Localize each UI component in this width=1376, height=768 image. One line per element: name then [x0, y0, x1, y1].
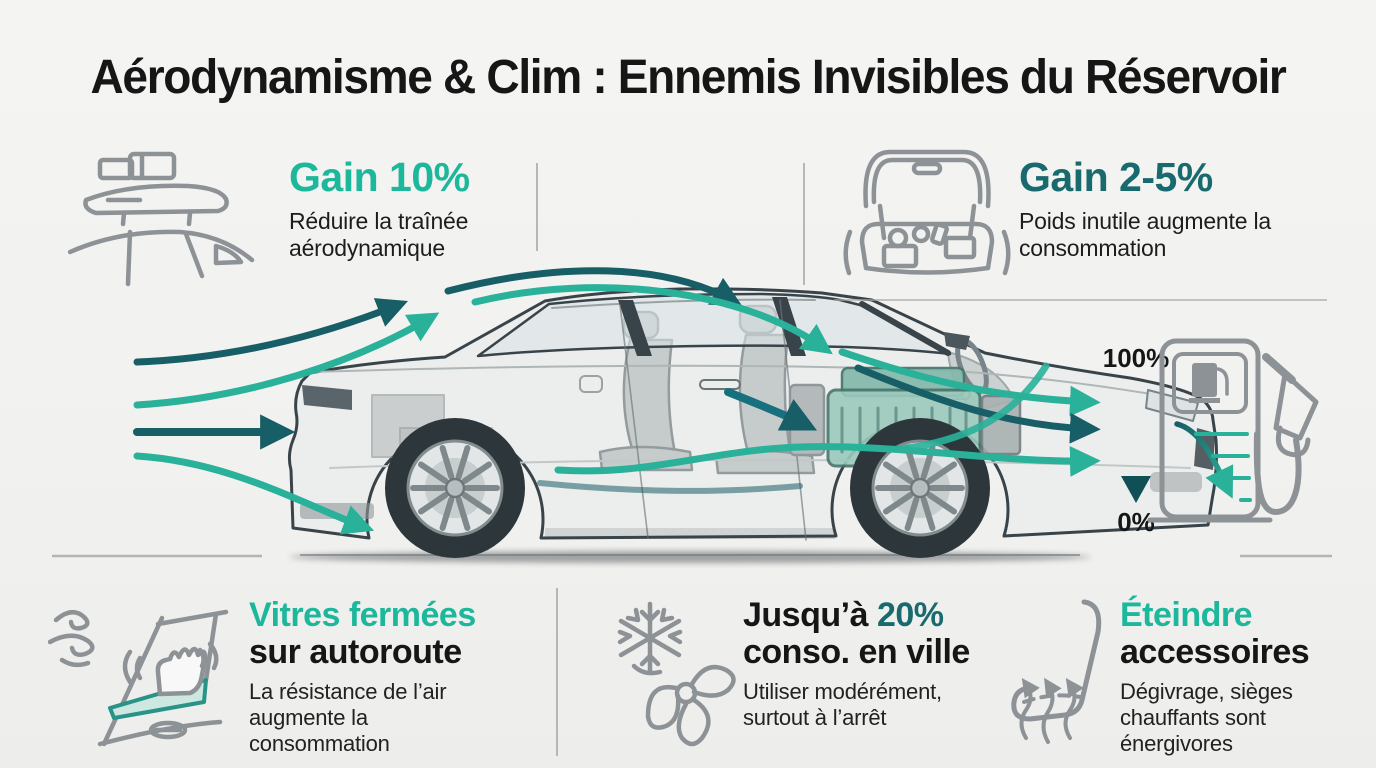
climate-headline-rest: conso. en ville: [743, 633, 970, 672]
fuel-gauge: 100% 0%: [1103, 343, 1170, 537]
front-wheel: [850, 418, 990, 558]
climate-headline: Jusqu’à 20%: [743, 596, 983, 634]
trunk-stat: Gain 2-5%: [1019, 154, 1213, 200]
roof-cargo-box-icon: [68, 151, 255, 287]
fuel-pump-icon: [1147, 338, 1319, 523]
climate-headline-accent: 20%: [876, 596, 944, 634]
accessories-desc: Dégivrage, sièges chauffants sont énergi…: [1120, 678, 1293, 756]
gauge-empty-label: 0%: [1117, 507, 1155, 537]
fan-glyph: [631, 663, 736, 747]
feature-climate-text: Jusqu’à 20% conso. en ville Utiliser mod…: [743, 596, 983, 731]
rear-wheel: [385, 418, 525, 558]
feature-roof-box-text: Gain 10% Réduire la traînée aérodynamiqu…: [289, 154, 524, 263]
windows-desc: La résistance de l’air augmente la conso…: [249, 678, 447, 756]
heated-seat-icon: [1011, 599, 1102, 744]
open-window-hand-icon: [48, 609, 229, 747]
divider-bottom: [556, 588, 558, 756]
snowflake-glyph: [617, 601, 683, 675]
page-title: Aérodynamisme & Clim : Ennemis Invisible…: [90, 51, 1286, 104]
nozzle-icon: [1253, 353, 1319, 515]
roof-box-desc: Réduire la traînée aérodynamique: [289, 207, 469, 262]
engine-block: [788, 366, 1022, 468]
divider-top-left: [536, 163, 538, 251]
climate-desc: Utiliser modérément, surtout à l’arrêt: [743, 678, 942, 730]
accessories-headline-accent: Éteindre: [1120, 596, 1253, 634]
accessories-headline-rest: accessoires: [1120, 633, 1310, 672]
pump-screen-glyph: [1189, 363, 1229, 403]
divider-top-right: [803, 163, 805, 285]
feature-accessories-text: Éteindre accessoires Dégivrage, sièges c…: [1120, 596, 1376, 757]
fuel-decline-chart: [1174, 421, 1252, 502]
gauge-full-label: 100%: [1103, 343, 1170, 373]
feature-trunk-text: Gain 2-5% Poids inutile augmente la cons…: [1019, 154, 1274, 263]
divider-under-trunk: [834, 299, 1327, 301]
windows-headline-rest: sur autoroute: [249, 633, 462, 672]
sedan-car: [287, 287, 1218, 558]
roof-box-stat: Gain 10%: [289, 154, 470, 200]
climate-headline-prefix: Jusqu’à: [743, 596, 877, 634]
trunk-desc: Poids inutile augmente la consommation: [1019, 207, 1271, 262]
windows-headline-accent: Vitres fermées: [249, 596, 476, 634]
snowflake-fan-icon: [617, 601, 736, 747]
airflow-arrows: [133, 267, 1101, 535]
feature-windows-text: Vitres fermées sur autoroute La résistan…: [249, 596, 511, 757]
loaded-trunk-icon: [843, 149, 1011, 276]
ground-line: [52, 551, 1332, 563]
